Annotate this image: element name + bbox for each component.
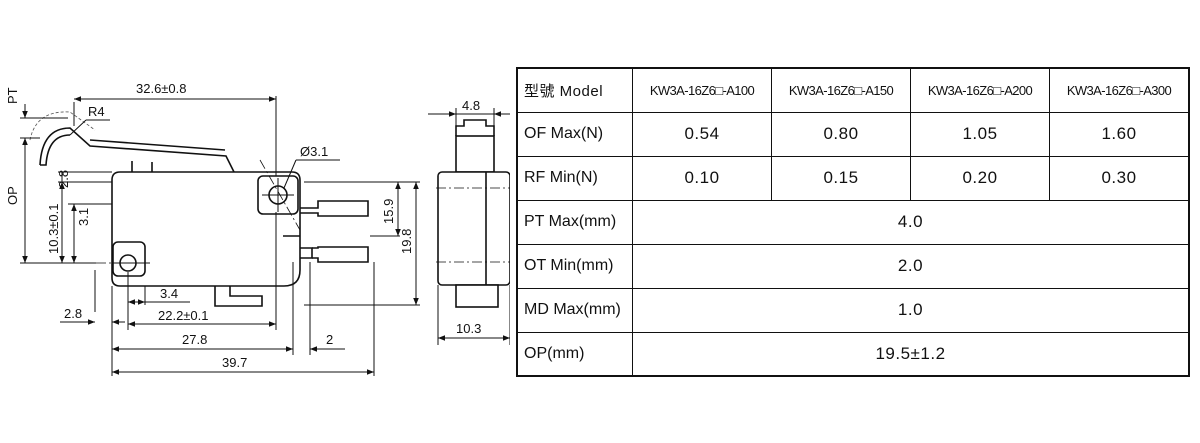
side-view: 4.8 10.3 bbox=[428, 98, 510, 345]
table-row: OP(mm) 19.5±1.2 bbox=[516, 331, 1190, 377]
label-op: OP bbox=[5, 186, 20, 205]
side-width-bottom: 10.3 bbox=[456, 321, 481, 336]
dim-39-7: 39.7 bbox=[222, 355, 247, 370]
table-cell: 1.60 bbox=[1049, 111, 1190, 157]
model-a200: KW3A-16Z6□-A200 bbox=[910, 67, 1050, 113]
row-label: OP(mm) bbox=[516, 331, 633, 377]
table-cell: 0.20 bbox=[910, 155, 1050, 201]
dim-2: 2 bbox=[326, 332, 333, 347]
table-cell: 0.10 bbox=[632, 155, 772, 201]
model-a150: KW3A-16Z6□-A150 bbox=[771, 67, 911, 113]
dim-10-3: 10.3±0.1 bbox=[46, 203, 61, 254]
technical-drawing: 32.6±0.8 R4 PT OP Ø3.1 2.8 10.3±0.1 3.1 … bbox=[5, 81, 510, 376]
table-row: MD Max(mm) 1.0 bbox=[516, 287, 1190, 333]
front-dimensions: 32.6±0.8 R4 PT OP Ø3.1 2.8 10.3±0.1 3.1 … bbox=[5, 81, 420, 376]
row-label: RF Min(N) bbox=[516, 155, 633, 201]
label-pt: PT bbox=[5, 87, 20, 104]
model-a100: KW3A-16Z6□-A100 bbox=[632, 67, 772, 113]
actuator-lever bbox=[39, 127, 235, 173]
row-label: MD Max(mm) bbox=[516, 287, 633, 333]
table-cell: 0.80 bbox=[771, 111, 911, 157]
spec-table-container: 型號 Model KW3A-16Z6□-A100 KW3A-16Z6□-A150… bbox=[516, 67, 1190, 377]
dim-3-1: 3.1 bbox=[76, 208, 91, 226]
dim-r4: R4 bbox=[88, 104, 105, 119]
row-label: OT Min(mm) bbox=[516, 243, 633, 289]
table-row: PT Max(mm) 4.0 bbox=[516, 199, 1190, 245]
table-cell: 0.30 bbox=[1049, 155, 1190, 201]
dim-2-8-top: 2.8 bbox=[56, 170, 71, 188]
dim-15-9: 15.9 bbox=[381, 199, 396, 224]
dim-hole-dia: Ø3.1 bbox=[300, 144, 328, 159]
side-width-top: 4.8 bbox=[462, 98, 480, 113]
table-cell-merged: 1.0 bbox=[632, 287, 1190, 333]
table-row: RF Min(N) 0.10 0.15 0.20 0.30 bbox=[516, 155, 1190, 201]
table-row: OF Max(N) 0.54 0.80 1.05 1.60 bbox=[516, 111, 1190, 157]
table-cell: 0.15 bbox=[771, 155, 911, 201]
front-view bbox=[29, 111, 369, 307]
row-label: OF Max(N) bbox=[516, 111, 633, 157]
table-cell: 1.05 bbox=[910, 111, 1050, 157]
spec-table: 型號 Model KW3A-16Z6□-A100 KW3A-16Z6□-A150… bbox=[516, 67, 1190, 377]
header-label: 型號 Model bbox=[516, 67, 633, 113]
table-cell-merged: 2.0 bbox=[632, 243, 1190, 289]
dim-22-2: 22.2±0.1 bbox=[158, 308, 209, 323]
table-cell: 0.54 bbox=[632, 111, 772, 157]
table-row: OT Min(mm) 2.0 bbox=[516, 243, 1190, 289]
mounting-hole-top bbox=[257, 175, 299, 215]
model-a300: KW3A-16Z6□-A300 bbox=[1049, 67, 1190, 113]
table-cell-merged: 4.0 bbox=[632, 199, 1190, 245]
terminals bbox=[214, 200, 369, 307]
switch-body bbox=[111, 171, 301, 287]
dim-19-8: 19.8 bbox=[399, 229, 414, 254]
dim-27-8: 27.8 bbox=[182, 332, 207, 347]
dim-32-6: 32.6±0.8 bbox=[136, 81, 187, 96]
mounting-hole-bottom bbox=[112, 241, 146, 277]
dim-3-4: 3.4 bbox=[160, 286, 178, 301]
dim-2-8-bottom: 2.8 bbox=[64, 306, 82, 321]
table-header-row: 型號 Model KW3A-16Z6□-A100 KW3A-16Z6□-A150… bbox=[516, 67, 1190, 113]
row-label: PT Max(mm) bbox=[516, 199, 633, 245]
table-cell-merged: 19.5±1.2 bbox=[632, 331, 1190, 377]
